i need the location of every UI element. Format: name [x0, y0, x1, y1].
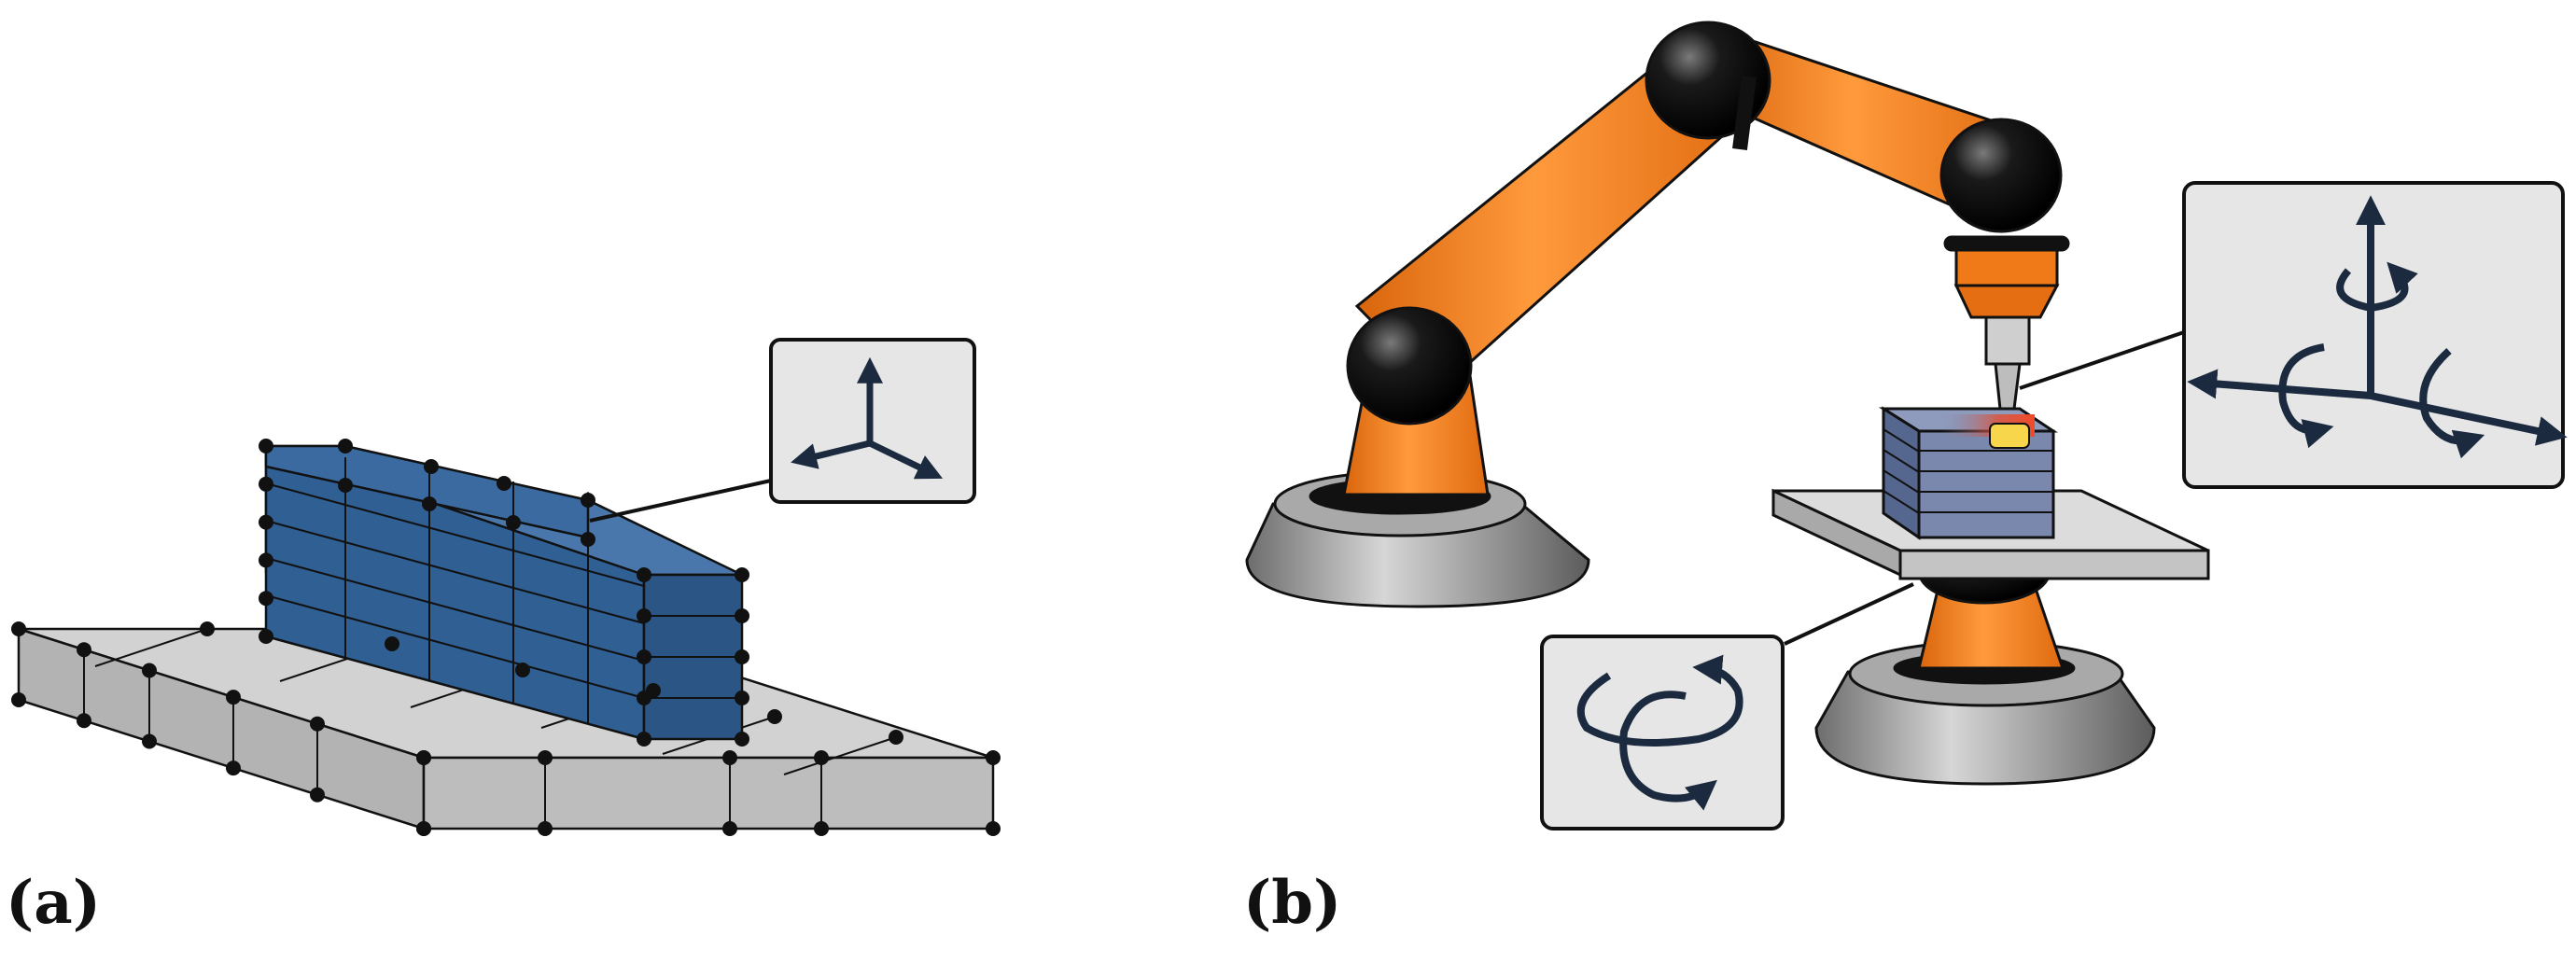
mesh-node	[722, 821, 737, 836]
panel-a-mesh-diagram	[11, 338, 1001, 836]
mesh-node	[259, 476, 273, 492]
two-axis-rotation-icon	[1576, 654, 1743, 811]
mesh-node	[735, 608, 749, 623]
mesh-node	[259, 552, 273, 568]
callout-a-leader	[589, 479, 772, 523]
substrate-mesh-lines	[18, 628, 994, 829]
mesh-node	[142, 733, 157, 749]
mesh-node	[814, 750, 829, 765]
mesh-node	[338, 439, 353, 454]
panel-label-a: (a)	[6, 868, 102, 938]
callout-head-box	[2182, 181, 2568, 489]
mesh-node	[735, 567, 749, 582]
mesh-node	[889, 730, 903, 745]
mesh-node	[11, 692, 26, 707]
mesh-node	[637, 691, 651, 705]
callout-positioner-box	[1540, 635, 1785, 830]
mesh-node	[11, 621, 26, 636]
mesh-node	[581, 532, 595, 547]
mesh-node	[416, 821, 431, 836]
mesh-node	[986, 821, 1001, 836]
mesh-node	[581, 493, 595, 508]
shoulder-joint	[1346, 306, 1473, 426]
mesh-node	[637, 567, 651, 582]
mesh-node	[259, 514, 273, 530]
mesh-node	[310, 716, 325, 732]
mesh-node	[259, 629, 273, 644]
mesh-edge	[265, 557, 645, 662]
mesh-node	[722, 750, 737, 765]
callout-a-box	[769, 338, 976, 504]
callout-head-leader	[2019, 330, 2185, 390]
mesh-node	[986, 750, 1001, 765]
wrist-joint	[1939, 118, 2063, 233]
mesh-node	[637, 732, 651, 747]
mesh-node	[385, 636, 399, 651]
mesh-node	[735, 649, 749, 664]
mesh-node	[259, 591, 273, 607]
callout-positioner-leader	[1784, 582, 1914, 646]
panel-label-b: (b)	[1243, 868, 1342, 938]
mesh-node	[538, 821, 553, 836]
mesh-node	[767, 709, 782, 724]
robot-arm	[1342, 21, 2070, 496]
mesh-node	[226, 761, 241, 776]
mesh-node	[637, 608, 651, 623]
mesh-edge	[265, 594, 645, 699]
mesh-node	[538, 750, 553, 765]
mesh-node	[637, 649, 651, 664]
mesh-node	[506, 515, 521, 530]
mesh-node	[422, 496, 437, 511]
mesh-node	[142, 663, 157, 678]
mesh-node	[338, 478, 353, 493]
mesh-node	[735, 732, 749, 747]
mesh-edge	[265, 520, 645, 624]
mesh-node	[226, 690, 241, 705]
mesh-nodes	[11, 439, 1001, 836]
mesh-edge	[94, 628, 208, 667]
mesh-node	[814, 821, 829, 836]
mesh-node	[735, 691, 749, 705]
mesh-node	[310, 787, 325, 802]
mesh-node	[515, 663, 530, 677]
mesh-edge	[265, 482, 645, 587]
panel-b-robot-diagram	[1245, 21, 2568, 830]
mesh-node	[200, 621, 215, 636]
printed-part	[1878, 406, 2058, 540]
mesh-edge	[783, 736, 897, 775]
mesh-node	[497, 476, 511, 491]
mesh-node	[416, 750, 431, 765]
three-axis-translation-icon	[791, 356, 944, 480]
mesh-node	[77, 642, 91, 658]
positioner-base-right	[1814, 537, 2156, 786]
mesh-node	[77, 713, 91, 729]
mesh-node	[259, 439, 273, 454]
melt-pool	[1989, 423, 2030, 449]
six-dof-translation-rotation-icon	[2187, 195, 2568, 459]
mesh-node	[424, 459, 439, 474]
